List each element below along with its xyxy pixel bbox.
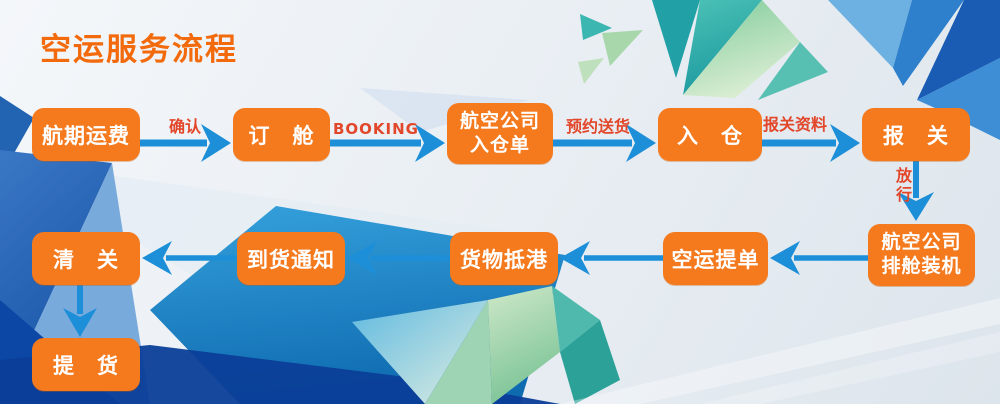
flow-node-arrival-notice: 到货通知 xyxy=(237,232,345,285)
page-title: 空运服务流程 xyxy=(40,32,238,68)
flow-node-air-waybill: 空运提单 xyxy=(663,232,768,285)
flow-node-airline-warehouse-receipt: 航空公司 入仓单 xyxy=(447,103,553,164)
arrow-arrival-to-notice xyxy=(347,241,450,275)
flow-node-cargo-arrival: 货物抵港 xyxy=(450,232,558,285)
arrow-waybill-to-arrival xyxy=(560,241,663,275)
edge-label-customs-documents: 报关资料 xyxy=(762,115,828,134)
edge-label-delivery-appointment: 预约送货 xyxy=(565,117,631,136)
flow-node-booking: 订 舱 xyxy=(233,108,330,161)
edge-label-booking: BOOKING xyxy=(332,120,420,138)
flow-node-pickup: 提 货 xyxy=(32,338,140,391)
edge-label-release: 放行 xyxy=(893,167,912,205)
flow-node-schedule-freight: 航期运费 xyxy=(32,108,140,161)
flow-node-customs-declare: 报 关 xyxy=(862,108,970,161)
edge-label-confirm: 确认 xyxy=(168,117,202,136)
arrow-notice-to-clearance xyxy=(142,241,237,275)
arrow-warehouse-to-declare xyxy=(762,124,860,162)
arrow-loading-to-waybill xyxy=(770,241,868,275)
flow-node-warehouse-in: 入 仓 xyxy=(658,108,762,161)
arrow-booking-to-receipt xyxy=(330,124,445,162)
arrow-clearance-to-pickup xyxy=(63,284,97,337)
arrow-receipt-to-warehouse xyxy=(553,124,656,162)
flow-node-airline-loading: 航空公司 排舱装机 xyxy=(868,224,975,286)
arrow-declare-to-loading xyxy=(898,161,934,221)
flow-node-customs-clearance: 清 关 xyxy=(32,232,140,285)
arrow-schedule-to-booking xyxy=(140,124,231,162)
